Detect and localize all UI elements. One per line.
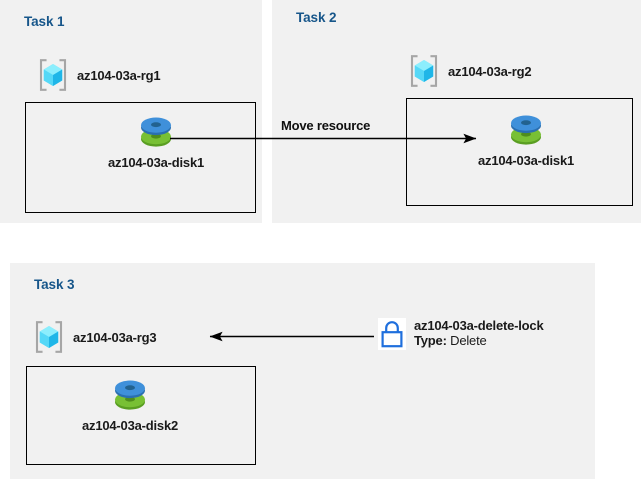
delete-lock-group[interactable]: az104-03a-delete-lock Type: Delete [378, 318, 544, 350]
lock-icon [378, 318, 406, 350]
delete-lock-name: az104-03a-delete-lock [414, 318, 544, 333]
resource-group-boundary-rg2 [406, 98, 633, 206]
disk-label-disk2: az104-03a-disk2 [82, 418, 179, 433]
resource-group-rg3[interactable]: az104-03a-rg3 [32, 320, 157, 354]
delete-lock-type-key: Type: [414, 333, 447, 349]
delete-lock-type-row: Type: Delete [414, 333, 543, 348]
disk-resource-disk1-moved[interactable]: az104-03a-disk1 [478, 110, 574, 168]
panel-task-1 [0, 0, 262, 223]
resource-group-label-rg2: az104-03a-rg2 [448, 63, 532, 79]
disk-icon [115, 380, 145, 410]
move-resource-label: Move resource [279, 118, 373, 133]
resource-group-label-rg3: az104-03a-rg3 [73, 329, 157, 345]
delete-lock-type-value: Delete [450, 333, 487, 349]
panel-title-task-2: Task 2 [296, 10, 337, 25]
resource-group-icon [35, 321, 63, 353]
resource-group-label-rg1: az104-03a-rg1 [77, 67, 161, 83]
panel-title-task-3: Task 3 [34, 277, 75, 292]
disk-resource-disk2[interactable]: az104-03a-disk2 [82, 375, 178, 433]
delete-lock-text: az104-03a-delete-lock Type: Delete [414, 318, 544, 349]
panel-task-2 [272, 0, 641, 223]
disk-label-disk1: az104-03a-disk1 [108, 155, 205, 170]
panel-title-task-1: Task 1 [24, 14, 65, 29]
resource-group-boundary-rg1 [25, 102, 256, 213]
resource-group-icon [39, 59, 67, 91]
resource-group-rg1[interactable]: az104-03a-rg1 [36, 58, 161, 92]
disk-label-disk1-moved: az104-03a-disk1 [478, 153, 575, 168]
disk-resource-disk1[interactable]: az104-03a-disk1 [108, 112, 204, 170]
resource-group-rg2[interactable]: az104-03a-rg2 [407, 54, 532, 88]
resource-group-icon [410, 55, 438, 87]
disk-icon [511, 115, 541, 145]
panel-task-3 [10, 263, 595, 479]
disk-icon [141, 117, 171, 147]
resource-group-boundary-rg3 [26, 366, 256, 465]
